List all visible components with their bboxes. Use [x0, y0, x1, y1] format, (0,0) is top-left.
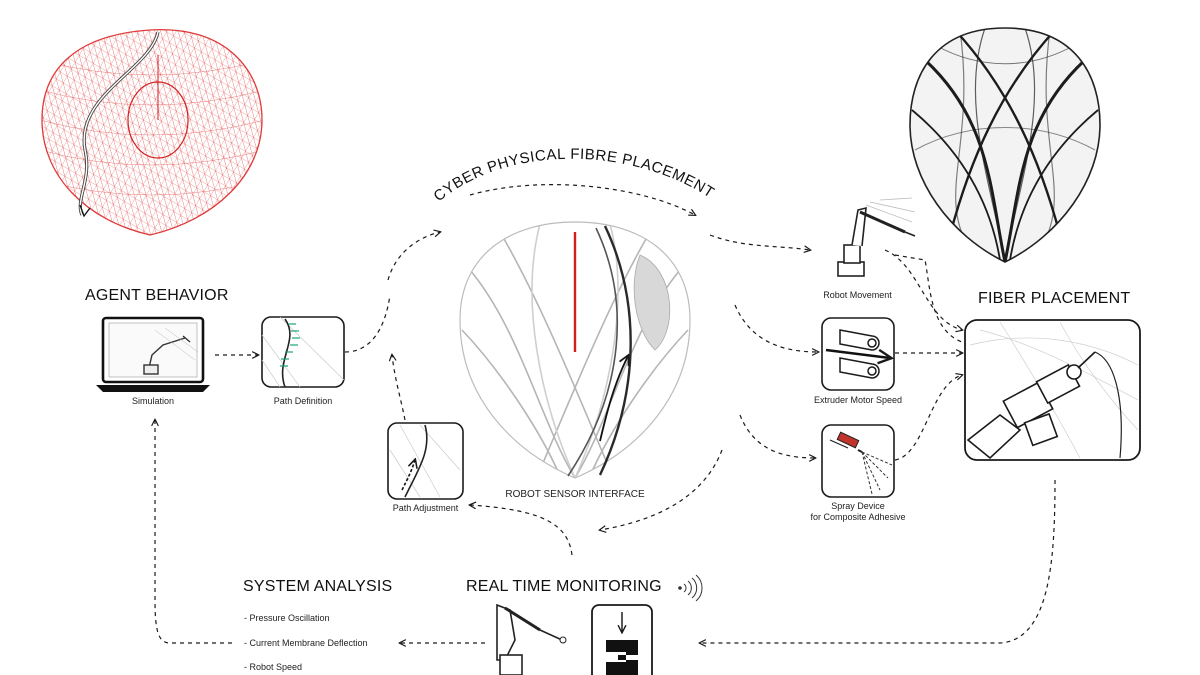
extruder-drawing [821, 317, 895, 391]
caption-spray-device-line1: Spray Device [831, 501, 885, 511]
flow-arrows [155, 184, 1056, 644]
caption-spray-device-line2: for Composite Adhesive [810, 512, 906, 522]
arrow-to-robot-movement [709, 234, 810, 250]
arc-arrow-left [387, 232, 440, 281]
analysis-item-pressure: - Pressure Oscillation [244, 613, 330, 623]
arrow-analysis-to-sim [155, 420, 232, 644]
arrow-spray-to-fiber [894, 375, 962, 461]
monitoring-robot-arm-icon [496, 603, 567, 675]
arrow-robot-to-fiber-2 [894, 254, 963, 343]
arrow-monitor-to-adjust [470, 505, 573, 556]
analysis-item-speed: - Robot Speed [244, 662, 303, 672]
label-robot-sensor-interface: ROBOT SENSOR INTERFACE [505, 489, 645, 500]
fiber-result-balloon [909, 27, 1101, 263]
arrow-lower-arc [600, 449, 723, 530]
fiber-placement-tile [964, 319, 1141, 461]
pressure-sensor-tile [591, 604, 653, 675]
laptop-icon [96, 316, 210, 392]
arrow-robot-to-fiber [884, 249, 962, 330]
spray-drawing [821, 424, 895, 498]
arrow-to-extruder [734, 304, 818, 352]
agent-mesh-balloon [41, 29, 263, 236]
diagram-title-text: CYBER PHYSICAL FIBRE PLACEMENT [431, 146, 717, 205]
caption-path-definition: Path Definition [273, 396, 333, 406]
center-fibre-balloon [459, 221, 691, 479]
heading-system-analysis: SYSTEM ANALYSIS [243, 578, 393, 595]
arrow-path-def-to-arc [344, 294, 391, 353]
heading-fiber-placement: FIBER PLACEMENT [978, 290, 1131, 307]
heading-agent-behavior: AGENT BEHAVIOR [85, 287, 229, 304]
caption-extruder-motor-speed: Extruder Motor Speed [813, 395, 903, 405]
analysis-item-deflection: - Current Membrane Deflection [244, 638, 368, 648]
arc-arrow-top [469, 184, 695, 215]
diagram-title-arc: CYBER PHYSICAL FIBRE PLACEMENT [431, 146, 718, 205]
arrow-adjust-up [392, 355, 406, 421]
arrow-to-spray [739, 414, 815, 458]
path-adjustment-drawing [387, 422, 464, 500]
caption-path-adjustment: Path Adjustment [392, 503, 459, 513]
path-definition-drawing [261, 316, 345, 388]
caption-simulation: Simulation [131, 396, 175, 406]
caption-robot-movement: Robot Movement [823, 290, 892, 300]
robot-arm-icon [837, 197, 916, 277]
arrow-fiber-to-monitoring [700, 479, 1056, 643]
signal-waves-icon [678, 574, 703, 602]
caption-spray-device: Spray Device for Composite Adhesive [803, 501, 913, 523]
heading-real-time-monitoring: REAL TIME MONITORING [466, 578, 662, 595]
